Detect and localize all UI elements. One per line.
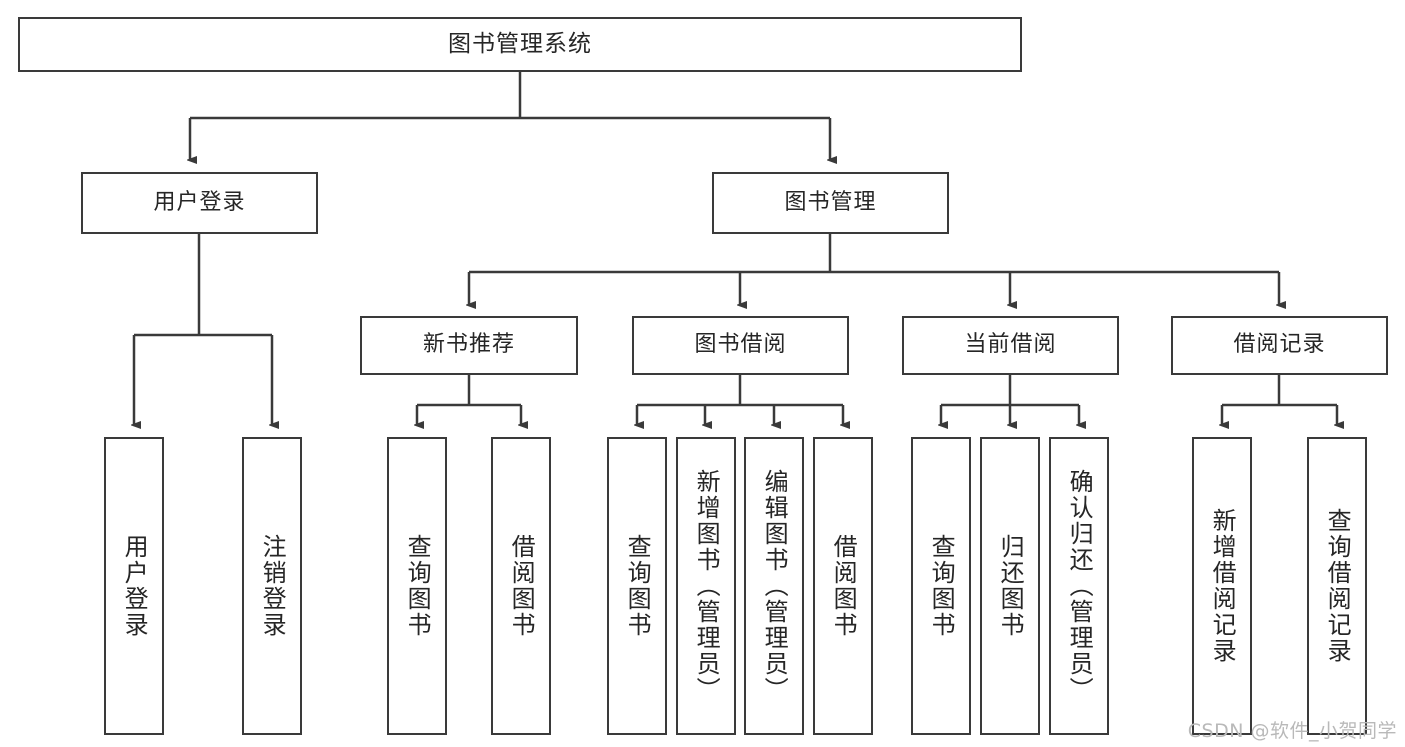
node-book-management[interactable]: 图书管理 [712, 172, 949, 234]
node-label: 借阅记录 [1233, 332, 1326, 358]
leaf-borrow-books[interactable]: 借阅图书 [813, 437, 873, 735]
node-label: 借阅图书 [829, 534, 858, 638]
node-label: 查询图书 [927, 534, 956, 638]
node-label: 新增借阅记录 [1208, 508, 1237, 664]
node-label: 当前借阅 [964, 332, 1057, 358]
leaf-search-borrow-record[interactable]: 查询借阅记录 [1307, 437, 1367, 735]
node-label: 新书推荐 [422, 332, 515, 358]
leaf-confirm-return-admin[interactable]: 确认归还（管理员） [1049, 437, 1109, 735]
node-label: 确认归还（管理员） [1065, 469, 1094, 703]
node-current-borrow[interactable]: 当前借阅 [902, 316, 1119, 375]
leaf-add-borrow-record[interactable]: 新增借阅记录 [1192, 437, 1252, 735]
node-label: 注销登录 [258, 534, 287, 638]
leaf-logout[interactable]: 注销登录 [242, 437, 302, 735]
node-label: 新增图书（管理员） [692, 469, 721, 703]
leaf-return-books[interactable]: 归还图书 [980, 437, 1040, 735]
node-label: 图书借阅 [694, 332, 787, 358]
node-label: 查询借阅记录 [1323, 508, 1352, 664]
leaf-borrow-books-new[interactable]: 借阅图书 [491, 437, 551, 735]
node-borrow-records[interactable]: 借阅记录 [1171, 316, 1388, 375]
leaf-search-books-new[interactable]: 查询图书 [387, 437, 447, 735]
node-book-borrow[interactable]: 图书借阅 [632, 316, 849, 375]
node-label: 用户登录 [153, 189, 246, 215]
node-user-login[interactable]: 用户登录 [81, 172, 318, 234]
watermark-text: CSDN @软件_小贺同学 [1187, 720, 1397, 742]
node-label: 查询图书 [623, 534, 652, 638]
node-root-system[interactable]: 图书管理系统 [18, 17, 1022, 72]
node-label: 用户登录 [120, 534, 149, 638]
node-label: 图书管理 [784, 189, 877, 215]
leaf-add-book-admin[interactable]: 新增图书（管理员） [676, 437, 736, 735]
node-label: 查询图书 [403, 534, 432, 638]
node-label: 图书管理系统 [448, 30, 592, 57]
leaf-search-books-borrow[interactable]: 查询图书 [607, 437, 667, 735]
leaf-user-login[interactable]: 用户登录 [104, 437, 164, 735]
node-label: 借阅图书 [507, 534, 536, 638]
node-new-book-recommend[interactable]: 新书推荐 [360, 316, 578, 375]
leaf-edit-book-admin[interactable]: 编辑图书（管理员） [744, 437, 804, 735]
leaf-search-books-current[interactable]: 查询图书 [911, 437, 971, 735]
node-label: 归还图书 [996, 534, 1025, 638]
node-label: 编辑图书（管理员） [760, 469, 789, 703]
